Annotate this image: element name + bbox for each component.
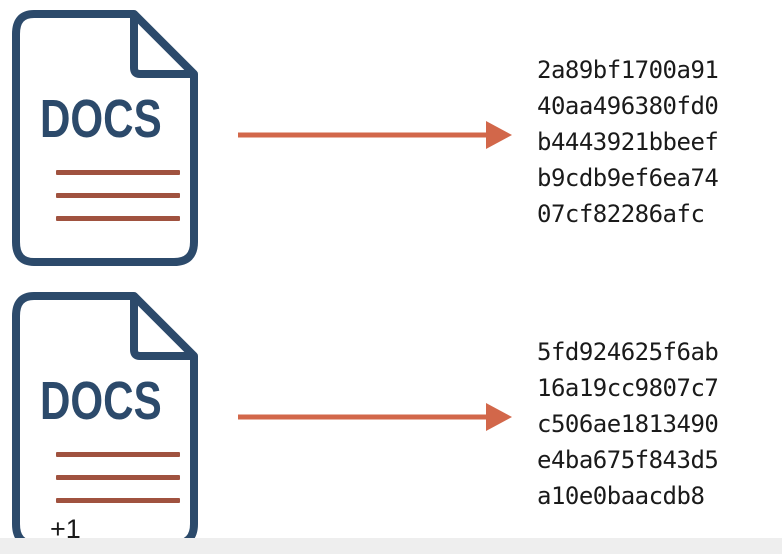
document-icon: DOCS xyxy=(12,10,198,266)
hash-line: 5fd924625f6ab xyxy=(537,338,719,366)
doc-line xyxy=(56,498,180,503)
doc-text-lines xyxy=(56,170,180,239)
hash-value: 2a89bf1700a91 40aa496380fd0 b4443921bbee… xyxy=(537,52,719,232)
doc-label: DOCS xyxy=(40,89,162,149)
arrow-right-icon xyxy=(238,400,512,434)
doc-line xyxy=(56,193,180,198)
hash-line: c506ae1813490 xyxy=(537,410,719,438)
hash-line: 40aa496380fd0 xyxy=(537,92,719,120)
hash-line: 16a19cc9807c7 xyxy=(537,374,719,402)
hash-line: 07cf82286afc xyxy=(537,200,705,228)
doc-line xyxy=(56,216,180,221)
hash-line: 2a89bf1700a91 xyxy=(537,56,719,84)
diagram-row-modified: DOCS +1 5fd924625f6ab 16a19cc9807c7 c506… xyxy=(0,282,782,552)
doc-text-lines xyxy=(56,452,180,521)
doc-label: DOCS xyxy=(40,371,162,431)
hash-value: 5fd924625f6ab 16a19cc9807c7 c506ae181349… xyxy=(537,334,719,514)
diagram-row-original: DOCS 2a89bf1700a91 40aa496380fd0 b444392… xyxy=(0,0,782,270)
hash-line: b4443921bbeef xyxy=(537,128,719,156)
arrow-right-icon xyxy=(238,118,512,152)
doc-line xyxy=(56,170,180,175)
hash-line: b9cdb9ef6ea74 xyxy=(537,164,719,192)
doc-line xyxy=(56,452,180,457)
doc-line xyxy=(56,475,180,480)
bottom-strip xyxy=(0,538,782,554)
hash-line: e4ba675f843d5 xyxy=(537,446,719,474)
document-icon: DOCS +1 xyxy=(12,292,198,548)
hash-line: a10e0baacdb8 xyxy=(537,482,705,510)
